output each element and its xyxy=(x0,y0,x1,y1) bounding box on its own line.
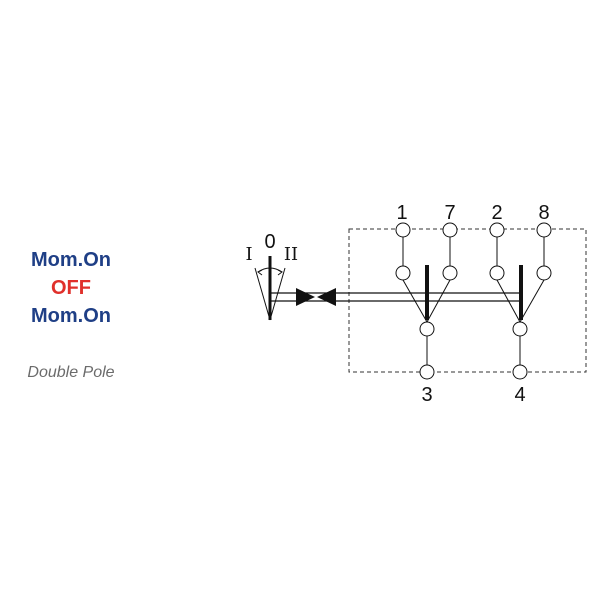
pole-type-label: Double Pole xyxy=(27,364,115,381)
actuator-lever xyxy=(254,256,286,321)
common-contact-4 xyxy=(512,321,528,337)
legend-off: OFF xyxy=(51,277,91,299)
contact-1 xyxy=(395,265,411,281)
terminal-label-1: 1 xyxy=(396,202,407,224)
terminal-4 xyxy=(512,364,528,380)
terminal-label-7: 7 xyxy=(444,202,455,224)
legend-mom-on-top: Mom.On xyxy=(31,249,111,271)
contact-2 xyxy=(489,265,505,281)
contact-8 xyxy=(536,265,552,281)
terminal-label-3: 3 xyxy=(421,384,432,406)
terminal-1 xyxy=(395,222,411,238)
bidirectional-arrow-icon xyxy=(296,288,336,306)
position-label-i: I xyxy=(245,244,252,265)
switch-function-legend: Mom.On OFF Mom.On xyxy=(0,246,142,330)
pole-1-contacts xyxy=(395,222,458,380)
legend-mom-on-bottom: Mom.On xyxy=(31,305,111,327)
terminal-label-8: 8 xyxy=(538,202,549,224)
position-label-ii: II xyxy=(284,244,298,265)
terminal-3 xyxy=(419,364,435,380)
terminal-8 xyxy=(536,222,552,238)
common-contact-3 xyxy=(419,321,435,337)
terminal-label-4: 4 xyxy=(514,384,525,406)
terminal-label-2: 2 xyxy=(491,202,502,224)
contact-7 xyxy=(442,265,458,281)
pole-2-contacts xyxy=(489,222,552,380)
position-label-0: 0 xyxy=(264,231,275,253)
mechanical-linkage xyxy=(270,292,521,302)
terminal-2 xyxy=(489,222,505,238)
terminal-7 xyxy=(442,222,458,238)
